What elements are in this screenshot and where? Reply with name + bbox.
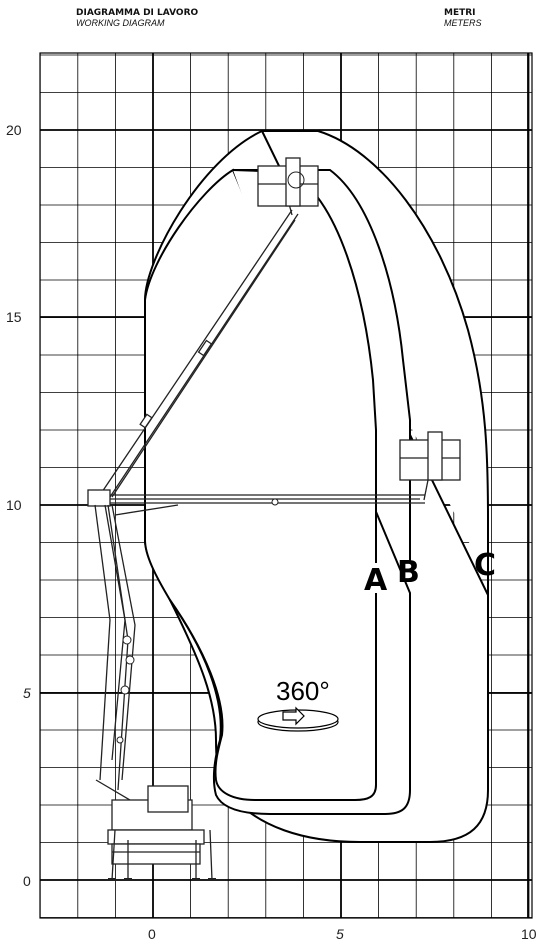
zone-label-b: B (397, 555, 420, 590)
y-tick-15: 15 (6, 309, 22, 325)
title-english: WORKING DIAGRAM (76, 18, 165, 28)
x-tick-5: 5 (336, 926, 344, 942)
x-tick-0: 0 (148, 926, 156, 942)
title-italian: DIAGRAMMA DI LAVORO (76, 8, 199, 18)
units-english: METERS (444, 18, 482, 28)
units-label: METRI METERS (444, 8, 482, 28)
x-tick-10: 10 (521, 926, 537, 942)
units-italian: METRI (444, 8, 476, 18)
rotation-label: 360° (276, 676, 330, 706)
zone-label-c: C (474, 548, 496, 583)
side-basket (399, 431, 461, 501)
y-tick-5: 5 (23, 685, 31, 701)
y-tick-0: 0 (23, 873, 31, 889)
top-basket (257, 157, 319, 216)
y-tick-10: 10 (6, 497, 22, 513)
lift-machine-drawing (87, 157, 461, 881)
y-tick-20: 20 (6, 122, 22, 138)
diagram-title: DIAGRAMMA DI LAVORO WORKING DIAGRAM (76, 8, 198, 28)
zone-label-a: A (364, 563, 388, 598)
rotation-arrow-icon (257, 706, 339, 732)
